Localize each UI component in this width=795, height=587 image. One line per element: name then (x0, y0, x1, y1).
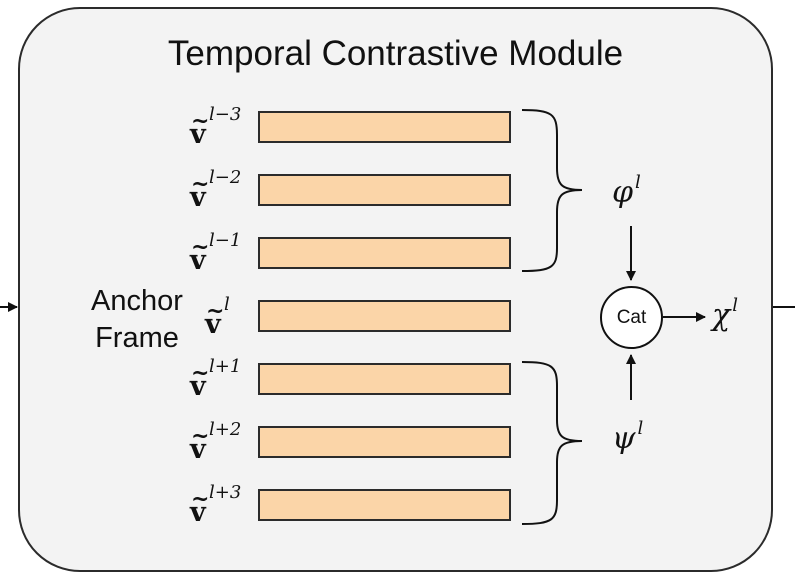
anchor-frame-label: Anchor Frame (78, 283, 196, 357)
future-frames-brace (521, 361, 583, 525)
vector-superscript: l (224, 294, 230, 315)
vector-symbol: v (190, 245, 206, 276)
psi-symbol: ψ (612, 421, 636, 456)
vector-symbol: v (190, 371, 206, 402)
tilde-mark: ~ (191, 234, 210, 260)
vector-superscript: l−1 (209, 230, 242, 251)
vector-symbol: v (190, 434, 206, 465)
tilde-mark: ~ (191, 108, 210, 134)
feature-bar-l-minus-1 (258, 237, 511, 269)
vector-label-l-minus-1: ~ v l−1 (190, 230, 254, 276)
vector-label-l-minus-3: ~ v l−3 (190, 104, 254, 150)
tilde-mark: ~ (206, 298, 225, 324)
feature-bar-l-plus-3 (258, 489, 511, 521)
vector-superscript: l−2 (209, 167, 242, 188)
vector-superscript: l−3 (209, 104, 242, 125)
psi-superscript: l (637, 418, 644, 439)
tilde-mark: ~ (191, 486, 210, 512)
vector-label-l-plus-2: ~ v l+2 (190, 419, 254, 465)
vector-symbol: v (205, 309, 221, 340)
vector-label-l-plus-3: ~ v l+3 (190, 482, 254, 528)
feature-bar-l-minus-3 (258, 111, 511, 143)
anchor-label-line-1: Anchor (91, 285, 183, 317)
tilde-mark: ~ (191, 360, 210, 386)
anchor-label-line-2: Frame (95, 322, 179, 354)
vector-label-anchor: ~ v l (205, 294, 245, 340)
chi-symbol: χ (712, 298, 731, 333)
vector-label-l-plus-1: ~ v l+1 (190, 356, 254, 402)
phi-symbol: φ (612, 175, 634, 210)
tilde-mark: ~ (191, 423, 210, 449)
feature-bar-l-plus-1 (258, 363, 511, 395)
feature-bar-anchor (258, 300, 511, 332)
module-title: Temporal Contrastive Module (167, 34, 624, 73)
vector-superscript: l+1 (209, 356, 242, 377)
vector-symbol: v (190, 497, 206, 528)
concat-node-label: Cat (616, 306, 647, 328)
vector-label-l-minus-2: ~ v l−2 (190, 167, 254, 213)
feature-bar-l-minus-2 (258, 174, 511, 206)
vector-symbol: v (190, 182, 206, 213)
vector-superscript: l+2 (209, 419, 242, 440)
past-frames-brace (521, 109, 583, 272)
tilde-mark: ~ (191, 171, 210, 197)
feature-bar-l-plus-2 (258, 426, 511, 458)
concat-node: Cat (600, 286, 663, 349)
vector-symbol: v (190, 119, 206, 150)
chi-superscript: l (732, 295, 738, 316)
phi-superscript: l (635, 172, 641, 193)
vector-superscript: l+3 (209, 482, 242, 503)
